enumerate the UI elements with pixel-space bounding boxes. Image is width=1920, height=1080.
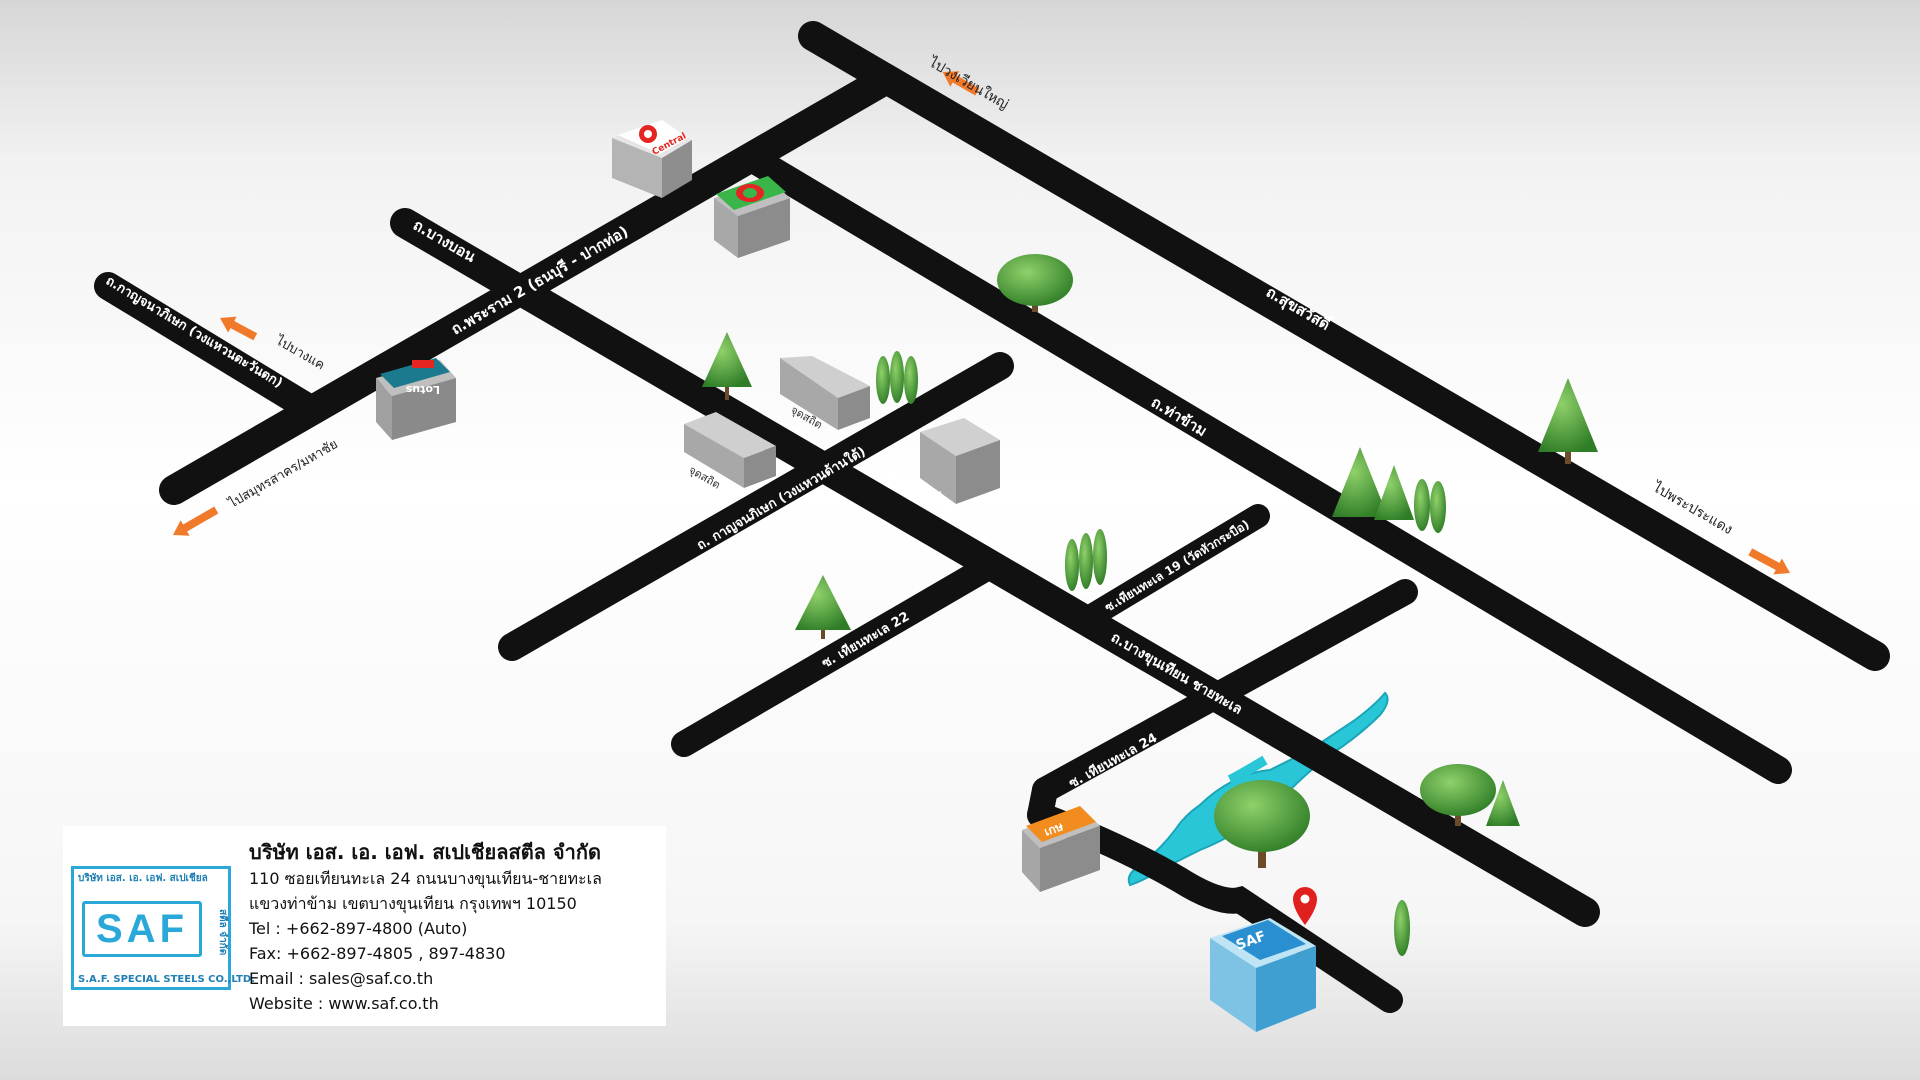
- building-saf: SAF: [1210, 918, 1316, 1032]
- dir-label-bang-khae: ไปบางแค: [272, 332, 327, 373]
- building-central: Central: [612, 120, 692, 198]
- tree-icon: [795, 575, 851, 639]
- building-label-lotus: Lotus: [405, 383, 440, 396]
- company-contact-block: บริษัท เอส. เอ. เอฟ. สเปเชียลสตีล จำกัด …: [249, 838, 602, 1016]
- tree-icon: [997, 254, 1073, 312]
- company-logo: บริษัท เอส. เอ. เอฟ. สเปเชียล SAF สตีล จ…: [71, 866, 255, 990]
- road-kanchanaphisek-south: [498, 352, 1014, 661]
- logo-side-text: สตีล จำกัด: [217, 909, 228, 956]
- location-pin-icon: [1293, 887, 1317, 925]
- building-label-factory-near: เกษ: [1042, 819, 1065, 839]
- building-warehouse-1: จุดสถิต: [780, 356, 870, 432]
- company-address-line-1: 110 ซอยเทียนทะเล 24 ถนนบางขุนเทียน-ชายทะ…: [249, 869, 602, 888]
- tree-icon: [1538, 378, 1598, 464]
- building-junction: [920, 418, 1000, 504]
- company-tel: Tel : +662-897-4800 (Auto): [249, 919, 468, 938]
- logo-bottom-text: S.A.F. SPECIAL STEELS CO.,LTD.: [78, 974, 255, 985]
- road-label-kanchanaphisek-west: ถ.กาญจนาภิเษก (วงแหวนตะวันตก): [103, 274, 285, 392]
- tree-icon: [1394, 900, 1410, 956]
- tree-icon: [1214, 780, 1310, 868]
- tree-icon: [1420, 764, 1520, 826]
- company-name: บริษัท เอส. เอ. เอฟ. สเปเชียลสตีล จำกัด: [249, 840, 601, 864]
- building-lotus: Lotus: [376, 358, 456, 440]
- trees: [702, 254, 1598, 956]
- tree-icon: [1065, 529, 1107, 591]
- company-fax: Fax: +662-897-4805 , 897-4830: [249, 944, 506, 963]
- road-suksawat: [798, 21, 1890, 671]
- arrow-phra-pradaeng: [1748, 548, 1790, 575]
- arrow-wong-wian-yai: [942, 71, 980, 96]
- company-email[interactable]: Email : sales@saf.co.th: [249, 969, 434, 988]
- road-label-thian-thale-19: ซ.เทียนทะเล 19 (วัดหัวกระบือ): [1102, 517, 1251, 614]
- tesco-badge: [412, 360, 434, 368]
- road-kanchanaphisek-west: [94, 272, 326, 424]
- road-labels: ถ.พระราม 2 (ธนบุรี - ปากท่อ) ถ.กาญจนาภิเ…: [103, 216, 1336, 792]
- road-thian-thale-24: [1032, 579, 1418, 803]
- arrow-bang-khae: [220, 316, 258, 341]
- central-logo-icon: [639, 125, 657, 143]
- road-thian-thale-22: [671, 553, 1003, 757]
- bigc-logo-icon: [736, 184, 764, 202]
- company-website[interactable]: Website : www.saf.co.th: [249, 994, 439, 1013]
- logo-top-text: บริษัท เอส. เอ. เอฟ. สเปเชียล: [78, 873, 208, 884]
- tree-icon: [702, 332, 752, 400]
- road-thian-thale-19: [1073, 504, 1270, 632]
- building-bigc: [714, 176, 790, 258]
- arrow-samut-sakhon: [173, 506, 219, 536]
- buildings: Central Lotus จุดสถิต: [376, 120, 1317, 1032]
- tree-icon: [1332, 447, 1446, 533]
- logo-main-text: SAF: [82, 901, 202, 957]
- building-factory-near: เกษ: [1022, 806, 1100, 892]
- company-info-panel: บริษัท เอส. เอ. เอฟ. สเปเชียล SAF สตีล จ…: [63, 826, 666, 1026]
- road-tha-kham: [741, 146, 1792, 784]
- company-address-line-2: แขวงท่าข้าม เขตบางขุนเทียน กรุงเทพฯ 1015…: [249, 894, 577, 913]
- tree-icon: [876, 351, 918, 404]
